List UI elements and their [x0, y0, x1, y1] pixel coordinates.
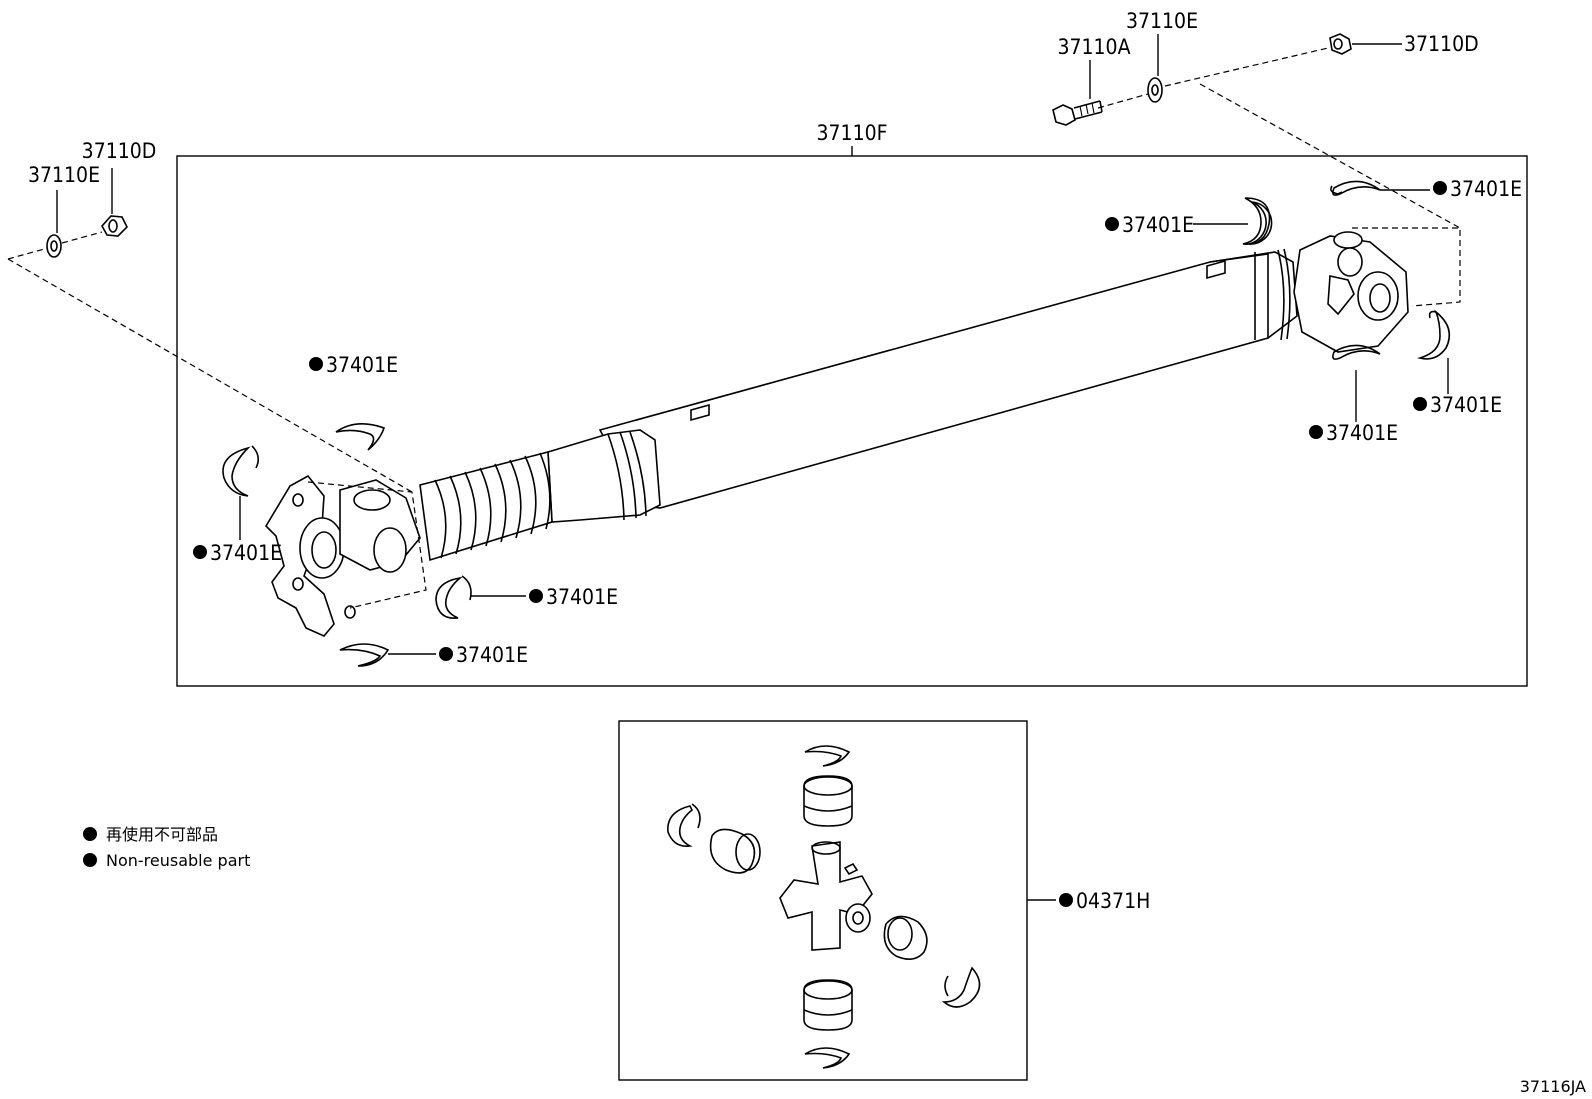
snap-ring-37401E-5[interactable]: [335, 423, 386, 451]
callout-37401E-7[interactable]: 37401E: [546, 585, 618, 609]
callout-37110E-top[interactable]: 37110E: [1126, 9, 1198, 33]
callout-37401E-1[interactable]: 37401E: [1122, 213, 1194, 237]
callout-37401E-6[interactable]: 37401E: [210, 541, 282, 565]
snap-ring-37401E-3[interactable]: [1416, 309, 1451, 360]
snap-ring-37401E-4[interactable]: [1332, 344, 1381, 360]
diagram-reference: 37116JA: [1520, 1077, 1586, 1096]
snap-ring-37401E-1[interactable]: [1242, 197, 1273, 245]
callout-37110F[interactable]: 37110F: [817, 121, 888, 145]
flange-yoke-rear[interactable]: [264, 474, 421, 637]
callout-37110D-left[interactable]: 37110D: [82, 139, 157, 163]
universal-joint-spider[interactable]: [667, 745, 981, 1069]
snap-ring-37401E-8[interactable]: [339, 643, 390, 667]
legend-japanese: 再使用不可部品: [106, 825, 218, 844]
callout-37401E-3[interactable]: 37401E: [1430, 393, 1502, 417]
washer-37110E-left[interactable]: [46, 234, 62, 258]
callout-37401E-2[interactable]: 37401E: [1450, 177, 1522, 201]
washer-37110E-top[interactable]: [1147, 77, 1163, 103]
snap-ring-37401E-7[interactable]: [435, 575, 472, 619]
callout-37401E-5[interactable]: 37401E: [326, 353, 398, 377]
callout-04371H[interactable]: 04371H: [1076, 889, 1150, 913]
callout-37401E-8[interactable]: 37401E: [456, 643, 528, 667]
snap-ring-37401E-2[interactable]: [1330, 180, 1381, 196]
yoke-front[interactable]: [1293, 231, 1409, 353]
propeller-shaft[interactable]: [419, 248, 1298, 562]
callout-37110A[interactable]: 37110A: [1057, 35, 1130, 59]
bolt-37110A[interactable]: [1052, 100, 1103, 126]
callout-37110D-top[interactable]: 37110D: [1404, 32, 1479, 56]
legend-english: Non-reusable part: [106, 851, 250, 870]
callout-37401E-4[interactable]: 37401E: [1326, 421, 1398, 445]
callout-37110E-left[interactable]: 37110E: [28, 163, 100, 187]
snap-ring-37401E-6[interactable]: [222, 445, 260, 497]
nut-37110D-top[interactable]: [1329, 33, 1352, 55]
nut-37110D-left[interactable]: [101, 215, 128, 237]
